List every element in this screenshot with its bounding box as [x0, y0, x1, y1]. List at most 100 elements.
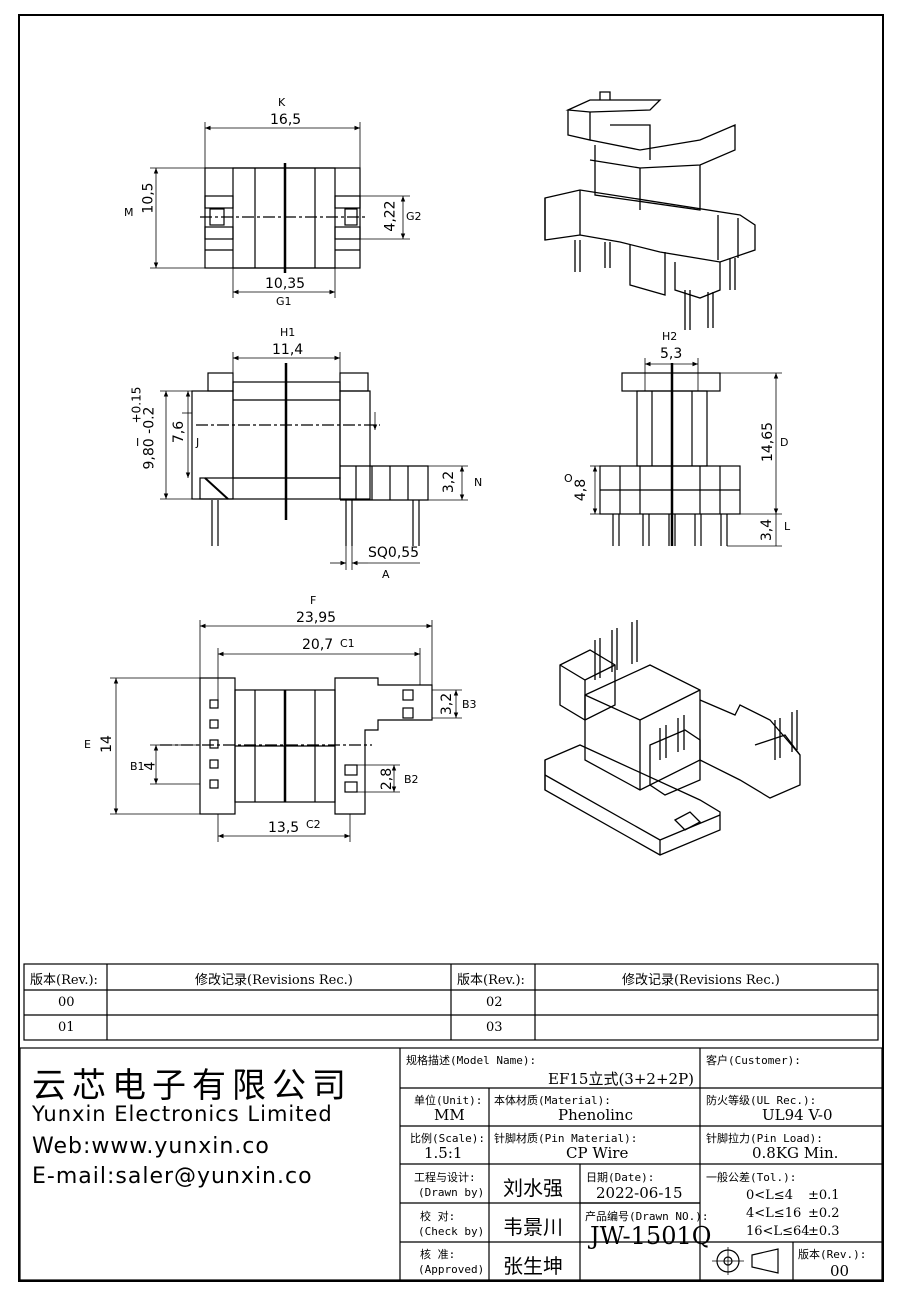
pin-material-label: 针脚材质(Pin Material):: [494, 1132, 638, 1145]
dim-l-letter: L: [784, 520, 791, 533]
dim-m-value: 10,5: [140, 182, 157, 214]
dim-j-letter: J: [196, 436, 200, 449]
dim-d-letter: D: [780, 436, 789, 449]
tol-value-2: ±0.3: [808, 1224, 840, 1239]
scale-label: 比例(Scale):: [410, 1132, 485, 1145]
side-view-dims: [590, 358, 782, 547]
dim-f-value: 23,95: [296, 610, 337, 626]
dim-o-letter: O: [564, 472, 573, 485]
drawn-no-label: 产品编号(Drawn NO.):: [585, 1210, 709, 1223]
bottom-view-dims: [110, 620, 462, 842]
rev-value: 00: [830, 1262, 850, 1280]
revision-table-grid: [23, 963, 879, 1041]
dim-b2-value: 2,8: [379, 767, 396, 791]
tol-range-0: 0<L≤4: [746, 1188, 793, 1203]
company-name-en: Yunxin Electronics Limited: [32, 1102, 333, 1126]
dim-b1-letter: B1: [130, 760, 145, 773]
date-label: 日期(Date):: [586, 1171, 655, 1184]
drawn-no-value: JW-1501Q: [590, 1222, 712, 1250]
drawn-value: 刘水强: [503, 1176, 563, 1200]
company-email: E-mail:saler@yunxin.co: [32, 1164, 313, 1189]
dim-e-value: 14: [98, 735, 115, 753]
rev-row-01: 01: [58, 1020, 75, 1035]
rec-header-right: 修改记录(Revisions Rec.): [622, 973, 780, 988]
model-label: 规格描述(Model Name):: [406, 1054, 537, 1067]
drawn-label-en: (Drawn by): [418, 1186, 485, 1199]
ul-label: 防火等级(UL Rec.):: [706, 1094, 817, 1107]
dim-i-value: 9,80 -0.2: [141, 406, 158, 470]
dim-a-value: SQ0,55: [368, 545, 420, 561]
dim-h2-value: 5,3: [660, 346, 683, 362]
front-view: [191, 363, 429, 546]
material-value: Phenolinc: [558, 1106, 633, 1124]
dim-c2-value: 13,5: [268, 820, 300, 836]
rev-row-02: 02: [486, 995, 503, 1010]
dim-n-letter: N: [474, 476, 483, 489]
isometric-view-top: [544, 91, 756, 330]
tol-value-0: ±0.1: [808, 1188, 840, 1203]
dim-h2-letter: H2: [662, 330, 678, 343]
dim-g1-letter: G1: [276, 295, 292, 308]
approved-value: 张生坤: [503, 1254, 563, 1278]
dim-o-value: 4,8: [573, 478, 590, 502]
rec-header-left: 修改记录(Revisions Rec.): [195, 973, 353, 988]
dim-c1-value: 20,7: [302, 637, 334, 653]
drawn-label-cn: 工程与设计:: [414, 1171, 476, 1184]
approved-label-en: (Approved): [418, 1263, 485, 1276]
dim-a-letter: A: [382, 568, 390, 581]
company-web: Web:www.yunxin.co: [32, 1134, 270, 1159]
check-label-cn: 校 对:: [420, 1210, 456, 1223]
unit-label: 单位(Unit):: [414, 1094, 483, 1107]
material-label: 本体材质(Material):: [494, 1094, 611, 1107]
dim-b2-letter: B2: [404, 773, 419, 786]
dim-f-letter: F: [310, 594, 317, 607]
dim-g1-value: 10,35: [265, 276, 306, 292]
dim-l-value: 3,4: [759, 518, 776, 542]
dim-b3-value: 3,2: [439, 692, 456, 716]
model-value: EF15立式(3+2+2P): [548, 1070, 695, 1088]
title-block-grid: [19, 1047, 883, 1281]
date-value: 2022-06-15: [596, 1184, 683, 1202]
top-view-dims: [150, 122, 410, 298]
scale-value: 1.5:1: [424, 1144, 463, 1162]
rev-row-00: 00: [58, 995, 75, 1010]
tol-range-1: 4<L≤16: [746, 1206, 802, 1221]
side-view: [599, 363, 741, 546]
dim-c2-letter: C2: [306, 818, 321, 831]
dim-j-value: 7,6: [171, 420, 188, 444]
company-name-cn: 云芯电子有限公司: [32, 1066, 352, 1106]
dim-k-letter: K: [278, 96, 286, 109]
unit-value: MM: [434, 1106, 465, 1124]
front-view-dims: [160, 352, 468, 570]
dim-b3-letter: B3: [462, 698, 477, 711]
dim-c1-letter: C1: [340, 637, 355, 650]
isometric-view-bottom: [544, 620, 801, 856]
dim-h1-letter: H1: [280, 326, 296, 339]
top-view: [200, 163, 365, 273]
dim-g2-letter: G2: [406, 210, 422, 223]
dim-i-letter: I: [136, 436, 140, 449]
check-value: 韦景川: [503, 1215, 563, 1239]
dim-g2-value: 4,22: [382, 200, 399, 232]
rev-header-right: 版本(Rev.):: [457, 973, 525, 988]
pin-load-value: 0.8KG Min.: [752, 1144, 839, 1162]
ul-value: UL94 V-0: [762, 1106, 833, 1124]
customer-label: 客户(Customer):: [706, 1054, 801, 1067]
drawing-frame: [18, 14, 884, 1282]
pin-load-label: 针脚拉力(Pin Load):: [706, 1132, 823, 1145]
rev-row-03: 03: [486, 1020, 503, 1035]
dim-n-value: 3,2: [441, 470, 458, 494]
rev-header-left: 版本(Rev.):: [30, 973, 98, 988]
pin-material-value: CP Wire: [566, 1144, 629, 1162]
dim-e-letter: E: [84, 738, 91, 751]
check-label-en: (Check by): [418, 1225, 485, 1238]
tol-range-2: 16<L≤64: [746, 1224, 810, 1239]
dim-h1-value: 11,4: [272, 342, 304, 358]
dim-d-value: 14,65: [760, 421, 777, 463]
dim-b1-value: 4: [142, 761, 159, 771]
approved-label-cn: 核 准:: [420, 1248, 456, 1261]
rev-label: 版本(Rev.):: [798, 1248, 867, 1261]
dim-k-value: 16,5: [270, 112, 302, 128]
tol-value-1: ±0.2: [808, 1206, 840, 1221]
bottom-view: [160, 677, 433, 815]
